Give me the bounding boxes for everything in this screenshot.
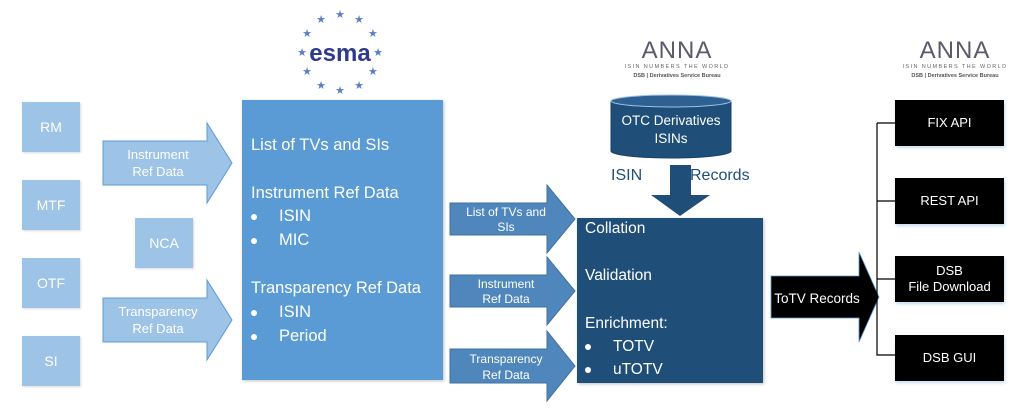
star-icon: ★ [354, 14, 364, 26]
star-icon: ★ [335, 9, 345, 21]
list-item-text: ISIN [279, 303, 312, 321]
list-item: TOTV [585, 338, 654, 356]
star-icon: ★ [354, 80, 364, 92]
database-label: OTC Derivatives [621, 113, 720, 128]
source-label: MTF [36, 197, 66, 213]
arrow-label: Transparency [119, 304, 198, 319]
output-label: FIX API [927, 115, 972, 130]
arrow-totv-records: ToTV Records [770, 251, 880, 343]
list-item: MIC [251, 231, 309, 250]
arrow-instrument-ref-data-middle: Instrument Ref Data [449, 255, 576, 327]
esma-wordmark: esma [309, 40, 371, 67]
star-icon: ★ [316, 80, 326, 92]
records-label: Records [690, 167, 750, 184]
star-icon: ★ [368, 28, 378, 40]
dsb-subtitle: DSB | Derivatives Service Bureau [633, 73, 720, 79]
arrow-label: Ref Data [132, 321, 184, 336]
arrow-instrument-ref-data: Instrument Ref Data [102, 121, 233, 205]
star-icon: ★ [316, 14, 326, 26]
arrow-transparency-ref-data: Transparency Ref Data [102, 278, 233, 362]
star-icon: ★ [302, 28, 312, 40]
bullet-icon [251, 237, 257, 244]
arrow-label: ToTV Records [774, 291, 860, 306]
esma-logo: ★ ★ ★ ★ ★ ★ ★ ★ ★ ★ ★ ★ esma [280, 8, 400, 97]
list-item-text: ISIN [279, 207, 312, 225]
bullet-icon [585, 366, 591, 373]
arrow-label: Ref Data [132, 164, 184, 179]
list-item-text: TOTV [613, 338, 655, 355]
anna-dsb-logo-center: ANNA ISIN NUMBERS THE WORLD DSB | Deriva… [622, 36, 732, 81]
anna-wordmark: ANNA [920, 37, 991, 64]
list-item-text: uTOTV [613, 361, 663, 378]
anna-wordmark: ANNA [642, 37, 713, 64]
source-label: OTF [37, 275, 65, 291]
arrow-label: Transparency [470, 352, 543, 366]
instrument-ref-heading: Instrument Ref Data [251, 184, 399, 202]
nca-label: NCA [149, 235, 179, 251]
enrichment-step: Enrichment: [585, 315, 668, 332]
bullet-icon [251, 309, 257, 316]
list-item-text: MIC [279, 231, 310, 249]
output-label: DSB GUI [922, 350, 977, 365]
star-icon: ★ [373, 47, 383, 59]
database-label: ISINs [654, 131, 687, 146]
esma-reference-data-box: List of TVs and SIs Instrument Ref Data … [242, 100, 443, 380]
list-item-text: Period [279, 327, 327, 345]
list-item: uTOTV [585, 361, 663, 379]
isin-label: ISIN [611, 167, 643, 184]
output-fix-api: FIX API [895, 100, 1004, 146]
arrow-label: Ref Data [482, 292, 530, 306]
output-label: REST API [920, 193, 979, 208]
anna-tagline: ISIN NUMBERS THE WORLD [903, 64, 1008, 70]
output-dsb-gui: DSB GUI [895, 335, 1004, 381]
eu-stars-icon: ★ ★ ★ ★ ★ ★ ★ ★ ★ ★ ★ ★ esma [297, 9, 383, 97]
validation-step: Validation [585, 267, 652, 284]
nca-box: NCA [135, 218, 193, 268]
list-item: ISIN [251, 207, 311, 226]
source-otf: OTF [22, 258, 80, 308]
arrow-label: Instrument [478, 277, 535, 291]
source-mtf: MTF [22, 180, 80, 230]
star-icon: ★ [368, 66, 378, 78]
anna-tagline: ISIN NUMBERS THE WORLD [625, 64, 730, 70]
collation-step: Collation [585, 220, 646, 237]
list-of-tvs-heading: List of TVs and SIs [251, 136, 390, 154]
dsb-subtitle: DSB | Derivatives Service Bureau [911, 73, 998, 79]
anna-dsb-logo-right: ANNA ISIN NUMBERS THE WORLD DSB | Deriva… [900, 36, 1010, 81]
dsb-processing-box: Collation Validation Enrichment: TOTV uT… [577, 218, 763, 383]
otc-derivatives-database: OTC Derivatives ISINs [610, 94, 732, 159]
bullet-icon [251, 213, 257, 220]
transparency-ref-heading: Transparency Ref Data [251, 279, 421, 297]
source-si: SI [22, 336, 80, 386]
down-arrow [651, 165, 710, 216]
output-rest-api: REST API [895, 178, 1004, 224]
bullet-icon [251, 333, 257, 340]
source-label: RM [40, 119, 62, 135]
star-icon: ★ [335, 85, 345, 96]
output-connector-lines [876, 122, 895, 356]
source-rm: RM [22, 102, 80, 152]
list-item: ISIN [251, 303, 311, 322]
output-label: DSB [936, 263, 963, 278]
output-label-2: File Download [908, 279, 991, 294]
arrow-label: SIs [497, 220, 514, 234]
arrow-transparency-ref-data-middle: Transparency Ref Data [449, 329, 576, 403]
bullet-icon [585, 343, 591, 350]
arrow-label: List of TVs and [466, 205, 546, 219]
arrow-label: Instrument [127, 147, 189, 162]
star-icon: ★ [297, 47, 307, 59]
arrow-label: Ref Data [482, 368, 530, 382]
source-label: SI [44, 353, 58, 369]
list-item: Period [251, 327, 327, 346]
star-icon: ★ [302, 66, 312, 78]
arrow-list-of-tvs: List of TVs and SIs [449, 183, 576, 255]
